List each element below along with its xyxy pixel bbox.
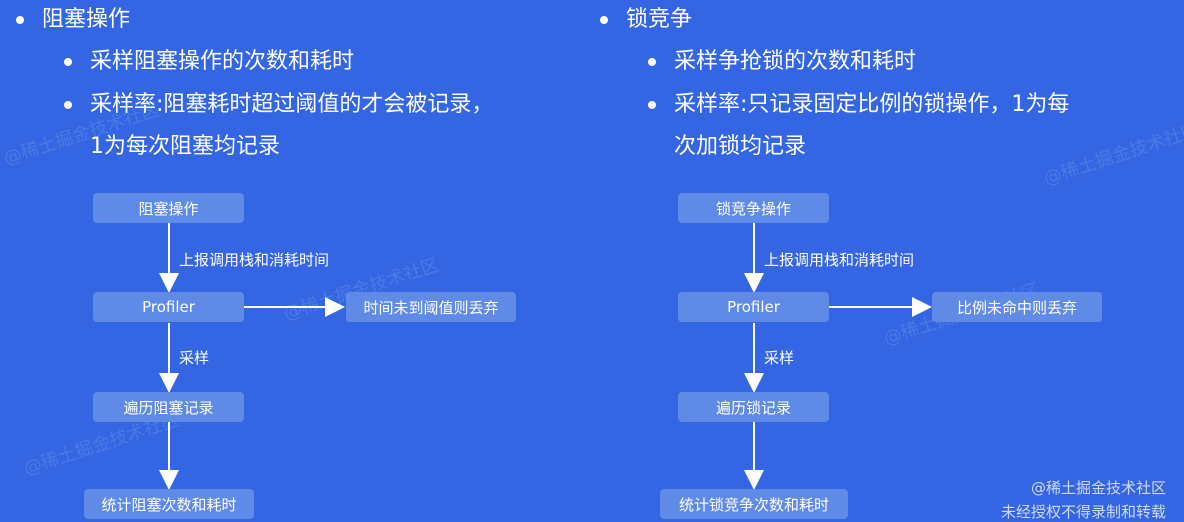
flow-node-iterate: 遍历阻塞记录 [93, 392, 244, 422]
flow-node-blocking-op: 阻塞操作 [93, 193, 244, 223]
blocking-section: 阻塞操作 采样阻塞操作的次数和耗时 采样率:阻塞耗时超过阈值的才会被记录， 1为… [0, 0, 592, 519]
bullet-icon [648, 101, 656, 109]
bullet-text: 次加锁均记录 [674, 134, 807, 159]
flow-node-iterate: 遍历锁记录 [678, 392, 829, 422]
bullet-continuation: 1为每次阻塞均记录 [90, 132, 280, 162]
bullet-text: 采样争抢锁的次数和耗时 [674, 49, 917, 74]
bullet-row: 采样阻塞操作的次数和耗时 [64, 47, 354, 77]
copyright-notice: 未经授权不得录制和转载 [1000, 503, 1166, 521]
bullet-row: 采样率:只记录固定比例的锁操作，1为每 [648, 90, 1069, 120]
bullet-row: 采样率:阻塞耗时超过阈值的才会被记录， [64, 90, 493, 120]
bullet-continuation: 次加锁均记录 [674, 132, 806, 162]
bullet-row: 采样争抢锁的次数和耗时 [648, 47, 916, 77]
bullet-icon [64, 58, 72, 66]
edge-label: 采样 [764, 349, 795, 367]
flow-node-profiler: Profiler [93, 292, 244, 322]
flow-node-stats: 统计阻塞次数和耗时 [84, 489, 254, 519]
section-heading: 阻塞操作 [42, 7, 131, 32]
edge-label: 上报调用栈和消耗时间 [179, 251, 330, 269]
heading-row: 锁竞争 [600, 5, 692, 35]
flow-node-discard: 时间未到阈值则丢弃 [346, 292, 516, 322]
section-heading: 锁竞争 [626, 7, 693, 32]
lock-contention-section: 锁竞争 采样争抢锁的次数和耗时 采样率:只记录固定比例的锁操作，1为每 次加锁均… [592, 0, 1184, 519]
bullet-text: 采样率:阻塞耗时超过阈值的才会被记录， [90, 92, 494, 117]
flow-arrows [744, 223, 932, 490]
flow-node-stats: 统计锁竞争次数和耗时 [660, 489, 848, 519]
bullet-icon [648, 58, 656, 66]
flow-node-profiler: Profiler [678, 292, 829, 322]
flow-node-lock-op: 锁竞争操作 [678, 193, 829, 223]
flow-node-discard: 比例未命中则丢弃 [932, 292, 1102, 322]
bullet-icon [600, 16, 608, 24]
edge-label: 上报调用栈和消耗时间 [764, 251, 915, 269]
bullet-text: 采样阻塞操作的次数和耗时 [90, 49, 355, 74]
bullet-text: 1为每次阻塞均记录 [90, 134, 280, 159]
heading-row: 阻塞操作 [16, 5, 130, 35]
bullet-icon [16, 16, 24, 24]
flow-arrows [159, 223, 345, 490]
edge-label: 采样 [179, 349, 210, 367]
site-watermark: @稀土掘金技术社区 [1030, 479, 1166, 497]
bullet-icon [64, 101, 72, 109]
bullet-text: 采样率:只记录固定比例的锁操作，1为每 [674, 92, 1070, 117]
